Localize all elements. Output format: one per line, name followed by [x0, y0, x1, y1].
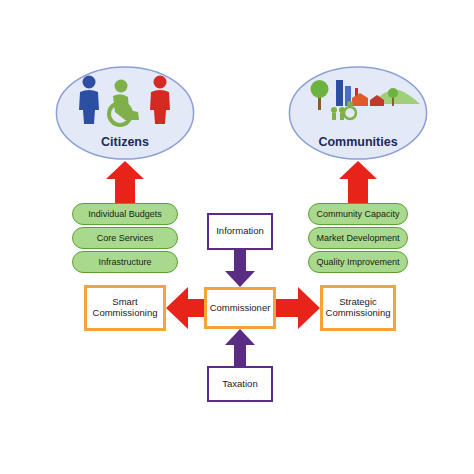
- node-label: Information: [216, 226, 264, 237]
- service-pill: Core Services: [72, 227, 178, 249]
- group-ellipse: Citizens: [55, 65, 195, 161]
- node-label: Smart Commissioning: [89, 297, 161, 319]
- process-box: Smart Commissioning: [84, 285, 166, 331]
- service-pill: Infrastructure: [72, 251, 178, 273]
- service-pill: Market Development: [308, 227, 408, 249]
- service-pill: Individual Budgets: [72, 203, 178, 225]
- node-label: Taxation: [222, 379, 257, 390]
- block-arrow: [106, 161, 144, 203]
- node-label: Commissioner: [210, 303, 271, 314]
- node-label: Core Services: [97, 233, 154, 243]
- node-label: Community Capacity: [316, 209, 399, 219]
- process-box: Strategic Commissioning: [320, 285, 396, 331]
- node-label: Individual Budgets: [88, 209, 162, 219]
- node-label: Infrastructure: [98, 257, 151, 267]
- service-pill: Community Capacity: [308, 203, 408, 225]
- node-label: Communities: [318, 135, 397, 149]
- node-label: Market Development: [316, 233, 399, 243]
- node-label: Citizens: [101, 135, 149, 149]
- service-pill: Quality Improvement: [308, 251, 408, 273]
- input-box: Taxation: [207, 366, 273, 402]
- block-arrow: [225, 329, 255, 366]
- node-label: Strategic Commissioning: [325, 297, 391, 319]
- block-arrow: [225, 250, 255, 287]
- process-box: Commissioner: [204, 287, 276, 329]
- node-label: Quality Improvement: [316, 257, 399, 267]
- block-arrow: [339, 161, 377, 203]
- group-ellipse: Communities: [288, 65, 428, 161]
- input-box: Information: [207, 213, 273, 250]
- block-arrow: [166, 287, 204, 329]
- block-arrow: [276, 287, 320, 329]
